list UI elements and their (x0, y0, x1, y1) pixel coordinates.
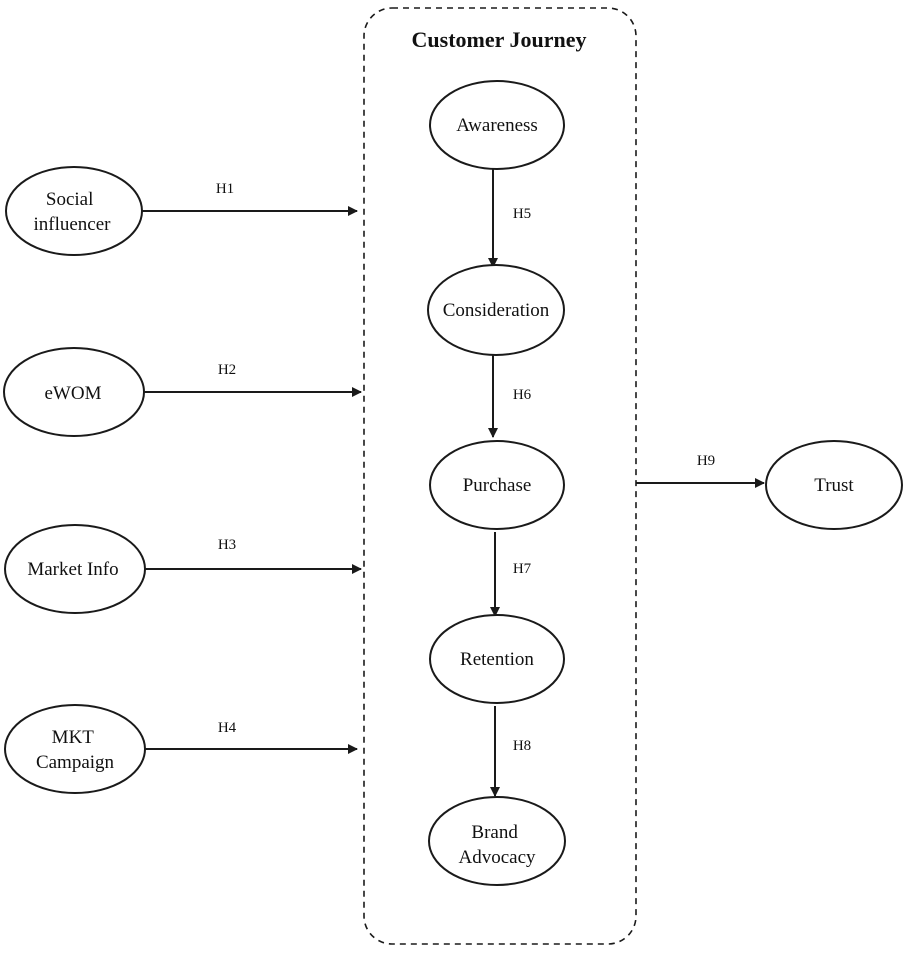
node-trust (765, 440, 903, 530)
node-market-info-label: Market Info (27, 559, 118, 580)
node-purchase-label: Purchase (463, 475, 532, 496)
node-mkt-campaign (4, 704, 146, 794)
node-social-influencer-label: Social influencer (33, 189, 111, 235)
node-awareness (429, 80, 565, 170)
node-retention (429, 614, 565, 704)
node-retention-label: Retention (460, 649, 534, 670)
node-consideration (427, 264, 565, 356)
edge-label-h2: H2 (218, 362, 236, 378)
edge-label-h3: H3 (218, 537, 236, 553)
customer-journey-title: Customer Journey (412, 27, 587, 52)
edge-label-h8: H8 (513, 738, 531, 754)
node-ewom (3, 347, 145, 437)
node-consideration-label: Consideration (443, 300, 550, 321)
edge-label-h4: H4 (218, 720, 237, 736)
node-awareness-label: Awareness (456, 115, 538, 136)
node-brand-advocacy-label: Brand Advocacy (458, 822, 536, 868)
node-ewom-label: eWOM (45, 383, 102, 404)
customer-journey-group (363, 7, 637, 945)
node-market-info (4, 524, 146, 614)
node-social-influencer (5, 166, 143, 256)
edge-label-h9: H9 (697, 453, 715, 469)
edge-label-h1: H1 (216, 181, 234, 197)
node-mkt-campaign-label: MKT Campaign (36, 727, 115, 773)
edge-label-h6: H6 (513, 387, 532, 403)
edge-label-h7: H7 (513, 561, 532, 577)
node-brand-advocacy (428, 796, 566, 886)
node-trust-label: Trust (814, 475, 854, 496)
edge-label-h5: H5 (513, 206, 531, 222)
node-purchase (429, 440, 565, 530)
